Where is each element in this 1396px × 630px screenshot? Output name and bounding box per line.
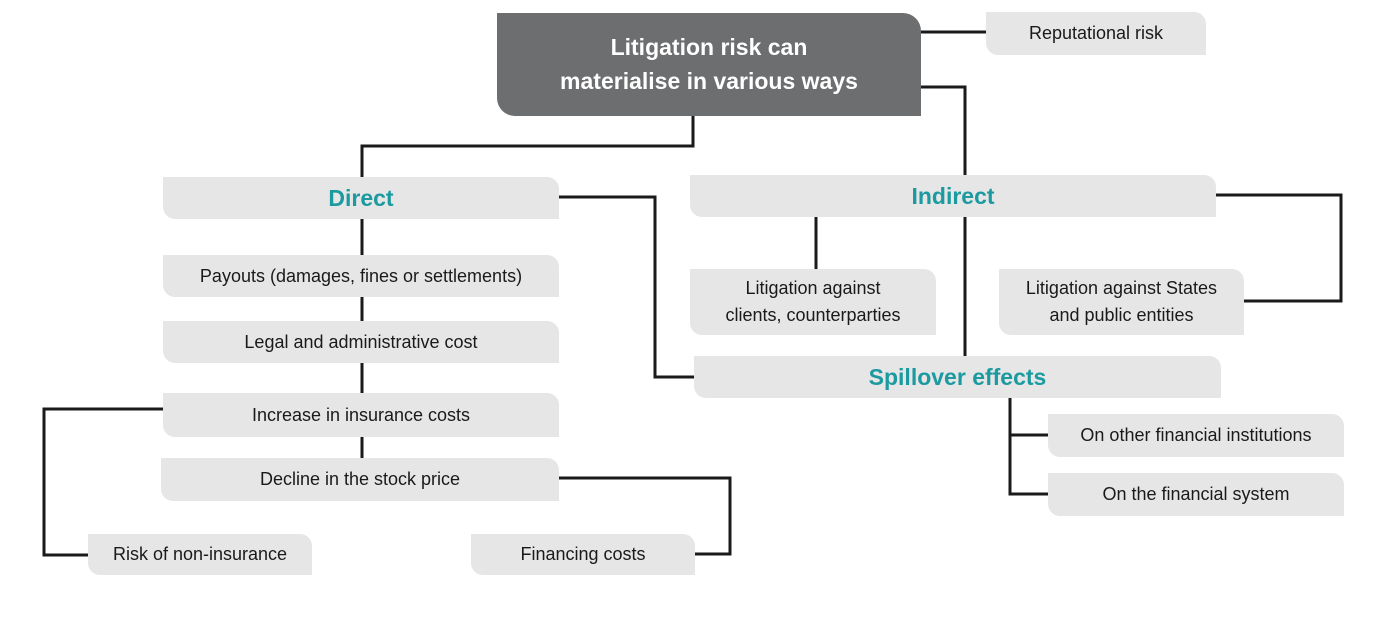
direct-item-legal-cost: Legal and administrative cost bbox=[163, 321, 559, 363]
connector-spillover-items bbox=[1008, 397, 1049, 496]
direct-heading-label: Direct bbox=[328, 184, 394, 211]
direct-item-label: Decline in the stock price bbox=[259, 469, 461, 489]
indirect-heading-label: Indirect bbox=[911, 182, 995, 209]
connector-stock-financing bbox=[558, 476, 732, 556]
root-node: Litigation risk can materialise in vario… bbox=[497, 13, 921, 116]
reputational-risk-label: Reputational risk bbox=[1028, 23, 1164, 43]
spillover-heading-node: Spillover effects bbox=[694, 356, 1221, 398]
litigation-states-line-1: Litigation against States bbox=[1025, 278, 1218, 298]
direct-item-label: Increase in insurance costs bbox=[251, 404, 471, 425]
litigation-states-node: Litigation against States and public ent… bbox=[999, 269, 1244, 335]
risk-of-non-insurance-label: Risk of non-insurance bbox=[112, 544, 288, 564]
direct-item-label: Payouts (damages, fines or settlements) bbox=[199, 265, 523, 286]
connector-root-direct bbox=[360, 116, 695, 178]
direct-item-insurance-costs: Increase in insurance costs bbox=[163, 393, 559, 437]
spillover-heading-label: Spillover effects bbox=[868, 363, 1047, 390]
spillover-item-financial-system: On the financial system bbox=[1048, 473, 1344, 516]
root-line-2: materialise in various ways bbox=[560, 67, 858, 94]
litigation-clients-line-1: Litigation against bbox=[745, 278, 881, 298]
connector-direct-spillover bbox=[558, 195, 695, 379]
direct-item-stock-price: Decline in the stock price bbox=[161, 458, 559, 501]
reputational-risk-node: Reputational risk bbox=[986, 12, 1206, 55]
spillover-item-institutions: On other financial institutions bbox=[1048, 414, 1344, 457]
indirect-heading-node: Indirect bbox=[690, 175, 1216, 217]
connector-root-indirect bbox=[920, 85, 967, 176]
connector-indirect-states bbox=[1215, 193, 1343, 303]
direct-item-payouts: Payouts (damages, fines or settlements) bbox=[163, 255, 559, 297]
risk-of-non-insurance-node: Risk of non-insurance bbox=[88, 534, 312, 575]
financing-costs-node: Financing costs bbox=[471, 534, 695, 575]
root-line-1: Litigation risk can bbox=[610, 34, 808, 61]
litigation-clients-node: Litigation against clients, counterparti… bbox=[690, 269, 936, 335]
spillover-item-label: On the financial system bbox=[1102, 484, 1290, 504]
connector-insurance-noninsurance bbox=[42, 407, 163, 557]
direct-heading-node: Direct bbox=[163, 177, 559, 219]
financing-costs-label: Financing costs bbox=[520, 544, 646, 564]
litigation-states-line-2: and public entities bbox=[1049, 305, 1194, 325]
litigation-clients-line-2: clients, counterparties bbox=[725, 305, 901, 325]
spillover-item-label: On other financial institutions bbox=[1080, 425, 1312, 445]
direct-item-label: Legal and administrative cost bbox=[244, 331, 478, 352]
